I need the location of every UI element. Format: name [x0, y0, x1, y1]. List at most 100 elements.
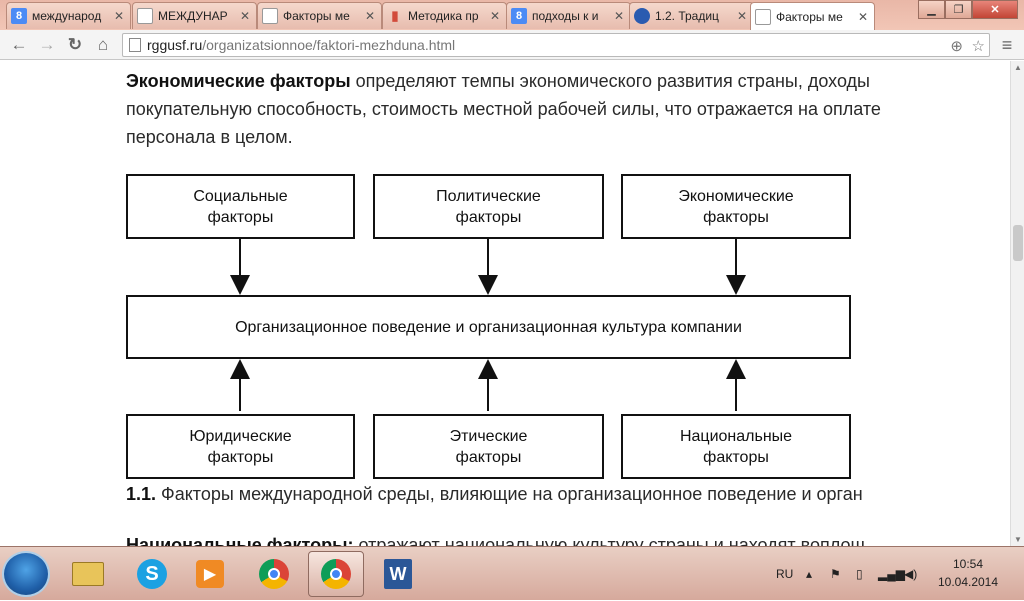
url-host: rggusf.ru: [147, 37, 203, 53]
box-label: Этические: [449, 427, 528, 445]
battery-icon[interactable]: ▯: [856, 567, 863, 581]
forward-icon[interactable]: →: [38, 35, 56, 54]
tab-1[interactable]: 8 международ ✕: [6, 2, 131, 29]
scroll-up-icon[interactable]: ▲: [1014, 63, 1022, 72]
box-ethical: Этические факторы: [373, 414, 604, 479]
zoom-icon[interactable]: ⊕: [950, 38, 963, 55]
explorer-icon[interactable]: [60, 551, 116, 597]
bold-term: Национальные факторы:: [126, 535, 354, 546]
close-icon[interactable]: ✕: [365, 9, 376, 23]
tab-4[interactable]: ▮ Методика пр ✕: [382, 2, 507, 29]
page-icon: [755, 8, 771, 25]
minimize-button[interactable]: ▁: [918, 0, 945, 19]
close-icon[interactable]: ✕: [737, 9, 748, 23]
figure-caption: 1.1. Факторы международной среды, влияющ…: [126, 480, 1010, 508]
clock[interactable]: 10:54 10.04.2014: [928, 555, 1008, 591]
window-controls: ▁ ❐ ✕: [918, 0, 1018, 19]
box-label: Юридические: [189, 427, 292, 445]
box-national: Национальные факторы: [621, 414, 851, 479]
box-social: Социальные факторы: [126, 174, 355, 239]
reload-icon[interactable]: ↻: [67, 35, 83, 54]
tab-3[interactable]: Факторы ме ✕: [257, 2, 382, 29]
chrome-icon[interactable]: [308, 551, 364, 597]
tab-title: 1.2. Традиц: [655, 9, 719, 23]
scrollbar-thumb[interactable]: [1013, 225, 1023, 261]
caption-number: 1.1.: [126, 484, 157, 504]
bars-icon: ▮: [391, 8, 399, 23]
skype-icon[interactable]: S: [124, 551, 180, 597]
close-icon[interactable]: ✕: [858, 9, 869, 24]
address-bar[interactable]: rggusf.ru/organizatsionnoe/faktori-mezhd…: [122, 33, 990, 57]
clock-date: 10.04.2014: [937, 575, 999, 589]
diagram-arrows: [230, 237, 746, 411]
box-label: факторы: [455, 448, 522, 466]
close-icon[interactable]: ✕: [114, 9, 125, 23]
page-content: Экономические факторы определяют темпы э…: [0, 61, 1010, 546]
lang-label: RU: [776, 567, 794, 581]
tab-title: Факторы ме: [283, 9, 350, 23]
paragraph-line: персонала в целом.: [126, 127, 293, 147]
scroll-down-icon[interactable]: ▼: [1014, 535, 1022, 544]
back-icon[interactable]: ←: [10, 35, 28, 54]
circle-icon: [634, 8, 650, 24]
google-icon: 8: [511, 8, 527, 24]
tab-title: Методика пр: [408, 9, 479, 23]
menu-icon[interactable]: ≡: [1001, 34, 1013, 55]
media-player-icon[interactable]: ▶: [182, 551, 238, 597]
volume-icon[interactable]: ◀): [904, 567, 918, 581]
bold-term: Экономические факторы: [126, 71, 351, 91]
close-icon[interactable]: ✕: [490, 9, 501, 23]
page-icon: [137, 8, 153, 24]
url-path: /organizatsionnoe/faktori-mezhduna.html: [202, 37, 456, 53]
text: отражают национальную культуру страны и …: [353, 535, 866, 546]
tab-2[interactable]: МЕЖДУНАР ✕: [132, 2, 257, 29]
caption-text: Факторы международной среды, влияющие на…: [156, 484, 863, 504]
start-button[interactable]: [2, 551, 50, 597]
box-label: факторы: [207, 448, 274, 466]
center-label: Организационное поведение и организацион…: [235, 318, 742, 336]
chevron-up-icon[interactable]: ▴: [806, 567, 813, 581]
box-political: Политические факторы: [373, 174, 604, 239]
language-indicator[interactable]: RU: [776, 547, 793, 601]
tab-title: МЕЖДУНАР: [158, 9, 228, 23]
text: определяют темпы экономического развития…: [350, 71, 870, 91]
box-label: Экономические: [678, 187, 794, 205]
paragraph-line: Национальные факторы: отражают националь…: [126, 531, 1010, 546]
box-label: Национальные: [679, 427, 793, 445]
windows-taskbar: S ▶ W RU ▴ ⚑ ▯ ▂▄▆ ◀) 10:54 10.04.2014: [0, 546, 1024, 600]
box-label: факторы: [703, 208, 769, 226]
close-icon[interactable]: ✕: [614, 9, 625, 23]
box-label: факторы: [455, 208, 522, 226]
browser-toolbar: ← → ↻ ⌂ rggusf.ru/organizatsionnoe/fakto…: [0, 30, 1024, 60]
home-icon[interactable]: ⌂: [97, 35, 109, 54]
tab-title: международ: [32, 9, 102, 23]
tab-strip: 8 международ ✕ МЕЖДУНАР ✕ Факторы ме ✕ ▮…: [0, 0, 1024, 30]
tab-7-active[interactable]: Факторы ме ✕: [750, 2, 875, 30]
paragraph-line: Экономические факторы определяют темпы э…: [126, 67, 1010, 95]
word-icon[interactable]: W: [370, 551, 426, 597]
box-economic: Экономические факторы: [621, 174, 851, 239]
box-center: Организационное поведение и организацион…: [126, 295, 851, 359]
tab-title: подходы к и: [532, 9, 599, 23]
paragraph-line: покупательную способность, стоимость мес…: [126, 99, 881, 119]
tab-5[interactable]: 8 подходы к и ✕: [506, 2, 631, 29]
star-icon[interactable]: ☆: [971, 38, 985, 55]
page-icon: [262, 8, 278, 24]
box-label: Политические: [436, 187, 541, 205]
tab-title: Факторы ме: [776, 9, 843, 24]
flag-icon[interactable]: ⚑: [830, 567, 841, 581]
close-icon[interactable]: ✕: [240, 9, 251, 23]
chrome-icon[interactable]: [246, 551, 302, 597]
box-label: факторы: [703, 448, 769, 466]
box-label: Социальные: [193, 187, 288, 205]
box-label: факторы: [207, 208, 274, 226]
clock-time: 10:54: [952, 557, 984, 571]
tab-6[interactable]: 1.2. Традиц ✕: [629, 2, 754, 29]
signal-icon[interactable]: ▂▄▆: [878, 567, 905, 581]
page-scrollbar[interactable]: ▲ ▼: [1010, 61, 1024, 546]
box-legal: Юридические факторы: [126, 414, 355, 479]
google-icon: 8: [11, 8, 27, 24]
page-icon: [129, 38, 141, 52]
close-window-button[interactable]: ✕: [972, 0, 1018, 19]
restore-button[interactable]: ❐: [945, 0, 972, 19]
